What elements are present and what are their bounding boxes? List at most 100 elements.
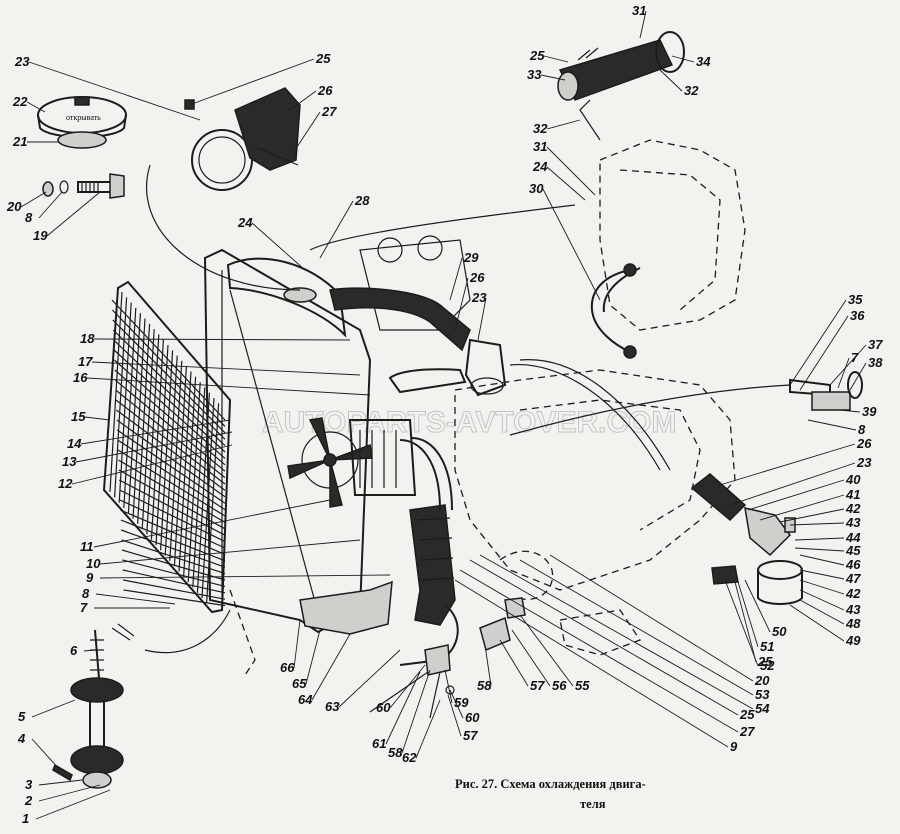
callout-leader bbox=[93, 499, 331, 548]
figure-caption-line1: Рис. 27. Схема охлаждения двига- bbox=[455, 777, 646, 791]
cap-inscription: открывать bbox=[66, 113, 101, 122]
callout-leader bbox=[454, 579, 729, 748]
callout-number: 30 bbox=[529, 181, 544, 196]
callout-leader bbox=[519, 559, 754, 696]
callout-number: 33 bbox=[527, 67, 542, 82]
thermostat-housing bbox=[388, 338, 507, 397]
callout-number: 25 bbox=[529, 48, 545, 63]
callout-leader bbox=[35, 789, 111, 820]
callout-leader bbox=[479, 554, 754, 710]
callout-number: 9 bbox=[86, 570, 94, 585]
callout-number: 2 bbox=[24, 793, 33, 808]
callout-leader bbox=[519, 614, 574, 687]
callout-number: 25 bbox=[757, 654, 773, 669]
callout-number: 21 bbox=[12, 134, 27, 149]
callout-number: 7 bbox=[851, 350, 859, 365]
callout-leader bbox=[546, 119, 581, 130]
callout-leader bbox=[305, 629, 321, 685]
callout-number: 38 bbox=[868, 355, 883, 370]
callout-leader bbox=[99, 539, 361, 565]
callout-number: 25 bbox=[739, 707, 755, 722]
callout-number: 8 bbox=[25, 210, 33, 225]
figure-caption-line2: теля bbox=[580, 797, 606, 811]
callout-leader bbox=[543, 55, 569, 63]
engine-block bbox=[359, 139, 746, 656]
callout-number: 31 bbox=[533, 139, 547, 154]
callout-leader bbox=[93, 338, 351, 341]
callout-leader bbox=[729, 462, 856, 506]
radiator-cap: открывать bbox=[37, 96, 127, 149]
bolt-and-washers bbox=[42, 173, 125, 199]
callout-leader bbox=[794, 547, 845, 552]
callout-number: 64 bbox=[298, 692, 313, 707]
callout-leader bbox=[542, 188, 601, 301]
callout-leader bbox=[31, 738, 61, 771]
callout-number: 3 bbox=[25, 777, 33, 792]
callout-number: 28 bbox=[354, 193, 370, 208]
temperature-sensor bbox=[509, 371, 863, 436]
callout-leader bbox=[454, 277, 469, 331]
callout-number: 35 bbox=[848, 292, 863, 307]
callout-leader bbox=[839, 409, 861, 413]
callout-leader bbox=[659, 69, 683, 92]
callout-number: 7 bbox=[80, 600, 88, 615]
heater-hose-detail bbox=[557, 31, 685, 101]
callout-leader bbox=[80, 419, 231, 445]
drain-cocks bbox=[369, 597, 526, 719]
callout-number: 23 bbox=[14, 54, 30, 69]
callout-leader bbox=[747, 479, 845, 511]
callout-leader bbox=[799, 315, 849, 391]
callout-leader bbox=[449, 257, 463, 301]
callout-number: 57 bbox=[530, 678, 545, 693]
callout-leader bbox=[91, 361, 361, 376]
callout-leader bbox=[444, 669, 453, 704]
callout-number: 27 bbox=[739, 724, 755, 739]
callout-leaders bbox=[20, 10, 867, 820]
callout-number: 49 bbox=[845, 633, 861, 648]
callout-number: 60 bbox=[376, 700, 391, 715]
callout-number: 11 bbox=[80, 539, 94, 554]
callout-number: 4 bbox=[17, 731, 26, 746]
callout-leader bbox=[251, 222, 306, 271]
callout-leader bbox=[28, 61, 201, 121]
callout-leader bbox=[807, 419, 857, 431]
callout-number: 36 bbox=[850, 308, 865, 323]
callout-number: 22 bbox=[12, 94, 28, 109]
callout-leader bbox=[31, 699, 76, 718]
callout-number: 41 bbox=[845, 487, 860, 502]
callout-number: 32 bbox=[533, 121, 548, 136]
callout-number: 58 bbox=[388, 745, 403, 760]
callout-leader bbox=[84, 416, 111, 421]
callout-leader bbox=[99, 574, 391, 579]
callout-number: 34 bbox=[696, 54, 711, 69]
callout-leader bbox=[95, 593, 176, 605]
guide-lines bbox=[144, 99, 601, 676]
callout-number: 48 bbox=[845, 616, 861, 631]
callout-leader bbox=[789, 522, 845, 526]
callout-number: 57 bbox=[463, 728, 478, 743]
callout-number: 26 bbox=[856, 436, 872, 451]
callout-leader bbox=[469, 559, 739, 716]
callout-number: 51 bbox=[760, 639, 774, 654]
callout-leader bbox=[799, 589, 845, 611]
callout-number: 26 bbox=[469, 270, 485, 285]
callout-leader bbox=[38, 779, 83, 786]
callout-leader bbox=[789, 604, 845, 642]
callout-number: 8 bbox=[858, 422, 866, 437]
callout-number: 15 bbox=[71, 409, 86, 424]
water-pump bbox=[348, 419, 417, 496]
callout-leader bbox=[477, 297, 487, 341]
callout-leader bbox=[401, 669, 431, 754]
callout-number: 45 bbox=[845, 543, 861, 558]
callout-number: 53 bbox=[755, 687, 770, 702]
callout-number: 62 bbox=[402, 750, 417, 765]
fan-drive-pulley bbox=[52, 623, 135, 789]
hose-clamp-and-cover bbox=[184, 87, 301, 191]
callout-leader bbox=[829, 344, 867, 386]
callout-number: 65 bbox=[292, 676, 307, 691]
callout-number: 61 bbox=[372, 736, 386, 751]
callout-number: 23 bbox=[856, 455, 872, 470]
callout-leader bbox=[20, 191, 47, 208]
callout-number: 43 bbox=[845, 515, 861, 530]
